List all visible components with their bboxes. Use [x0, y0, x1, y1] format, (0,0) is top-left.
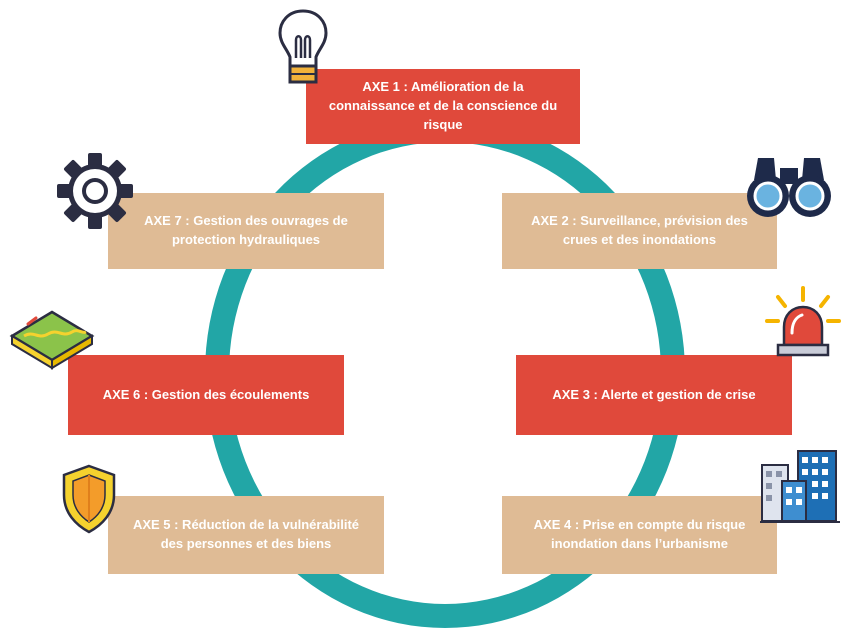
axe-3-label: AXE 3 : Alerte et gestion de crise	[552, 386, 756, 402]
buildings-icon	[760, 450, 840, 523]
siren-icon	[765, 286, 841, 357]
axe-7-box: AXE 7 : Gestion des ouvrages de protecti…	[108, 193, 384, 269]
axe-6-box: AXE 6 : Gestion des écoulements	[68, 355, 344, 435]
axe-2-box: AXE 2 : Surveillance, prévision des crue…	[502, 193, 777, 269]
lightbulb-icon	[278, 9, 328, 84]
axe-7-label: AXE 7 : Gestion des ouvrages de protecti…	[144, 213, 348, 247]
axe-4-box: AXE 4 : Prise en compte du risque inonda…	[502, 496, 777, 574]
axe-5-label: AXE 5 : Réduction de la vulnérabilité de…	[132, 517, 360, 551]
axe-1-label: AXE 1 : Amélioration de la connaissance …	[328, 79, 558, 132]
river-map-icon	[9, 310, 95, 370]
axe-2-label: AXE 2 : Surveillance, prévision des crue…	[531, 213, 748, 247]
axe-3-box: AXE 3 : Alerte et gestion de crise	[516, 355, 792, 435]
binoculars-icon	[747, 158, 831, 217]
axe-1-box: AXE 1 : Amélioration de la connaissance …	[306, 69, 580, 144]
axe-6-label: AXE 6 : Gestion des écoulements	[102, 386, 310, 402]
shield-icon	[62, 464, 116, 534]
axe-5-box: AXE 5 : Réduction de la vulnérabilité de…	[108, 496, 384, 574]
gear-icon	[57, 153, 133, 229]
axe-4-label: AXE 4 : Prise en compte du risque inonda…	[533, 517, 746, 551]
